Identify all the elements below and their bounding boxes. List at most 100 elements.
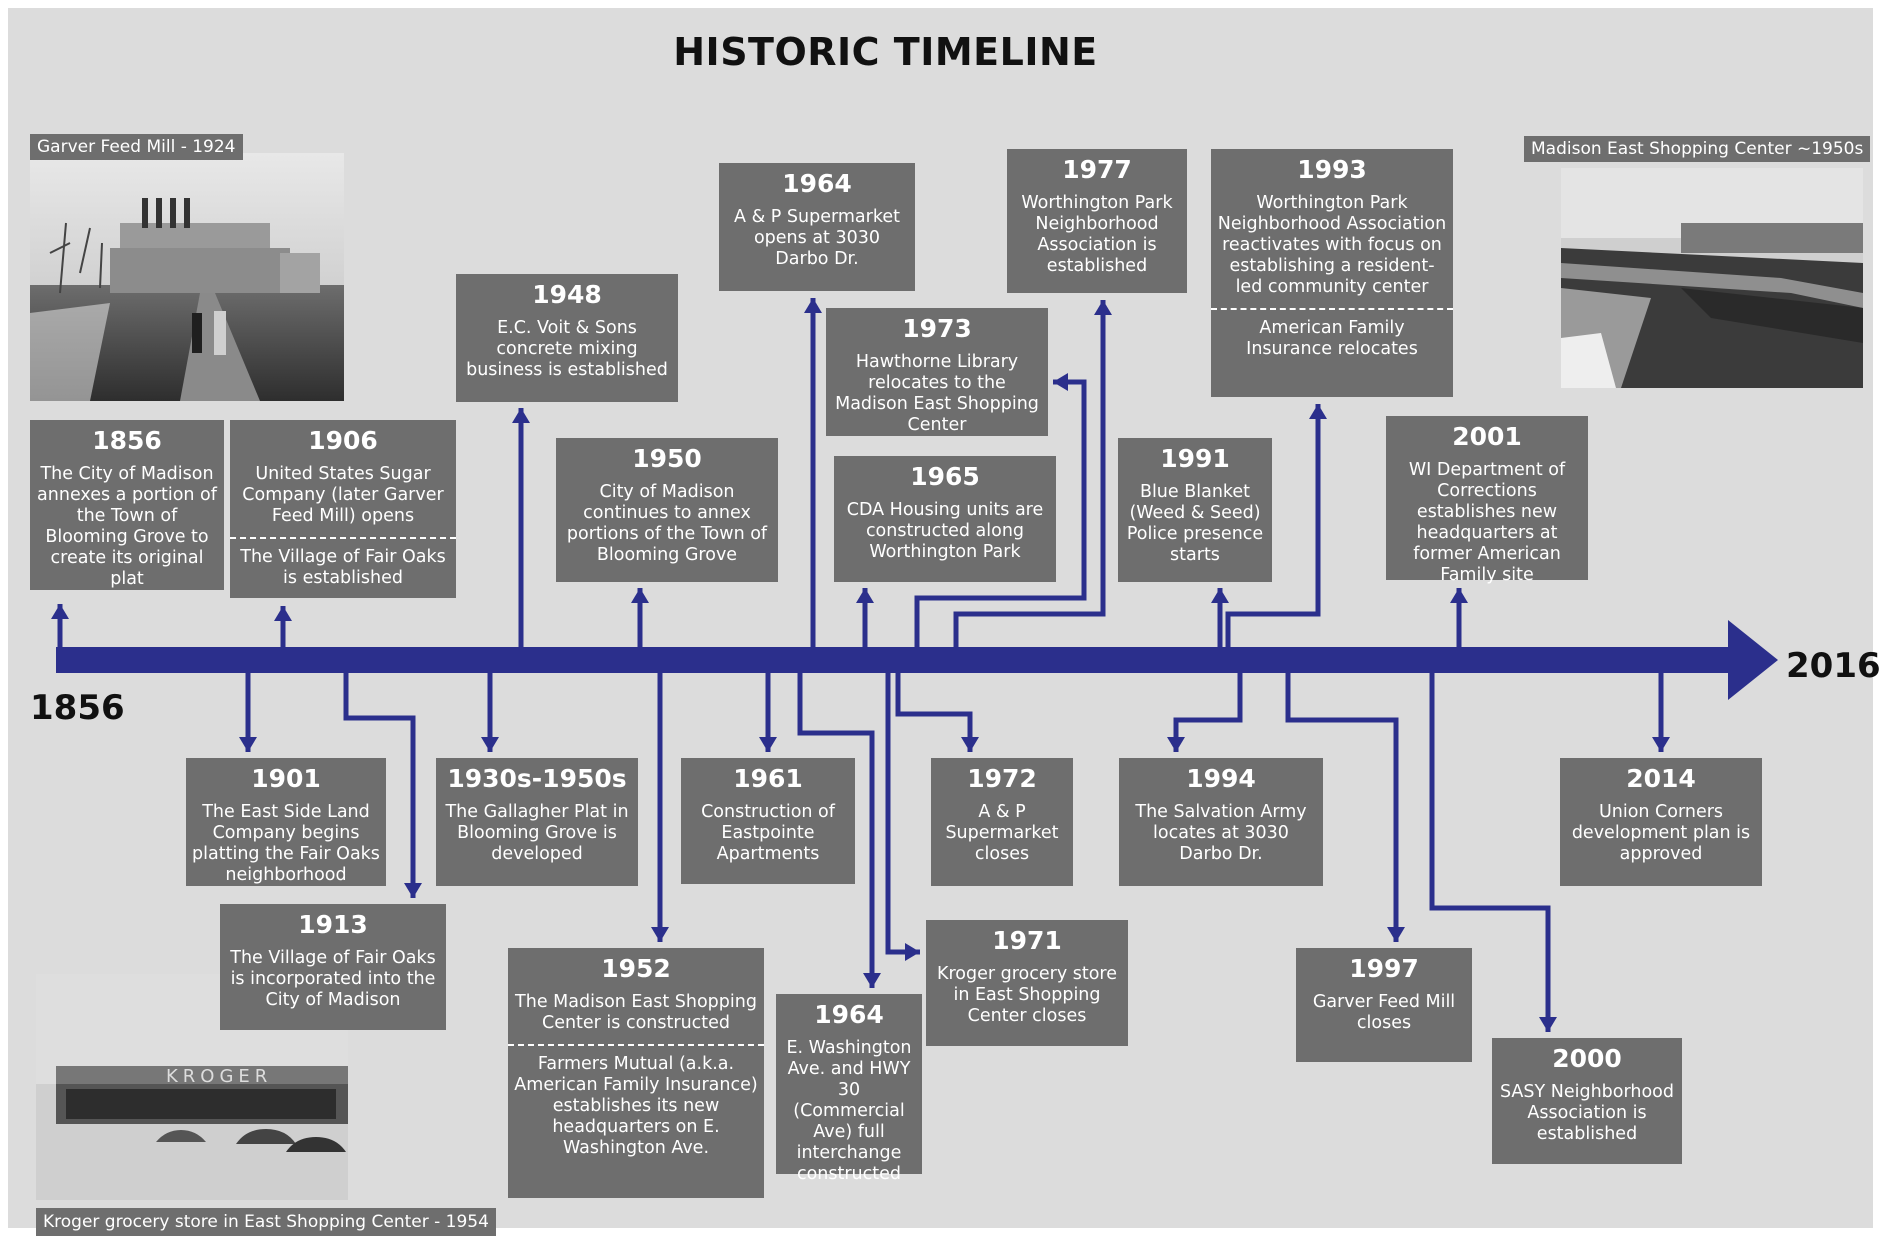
event-text-secondary: The Village of Fair Oaks is established xyxy=(240,547,446,588)
event-text: E. Washington Ave. and HWY 30 (Commercia… xyxy=(786,1038,912,1184)
arrowhead-2001 xyxy=(1450,588,1468,603)
event-year: 1972 xyxy=(967,764,1037,793)
connector-1964b xyxy=(797,660,875,988)
event-year: 1948 xyxy=(532,280,602,309)
connector-1971 xyxy=(885,660,920,955)
arrowhead-1991 xyxy=(1211,588,1229,603)
event-text-secondary: Farmers Mutual (a.k.a. American Family I… xyxy=(514,1054,758,1158)
timeline-canvas: HISTORIC TIMELINE 1856 2016 Garver Feed xyxy=(8,8,1881,1236)
connector-1993 xyxy=(1225,404,1321,660)
event-1952: 1952 The Madison East Shopping Center is… xyxy=(508,948,764,1198)
timeline-arrowhead xyxy=(1728,620,1778,700)
connector-1913 xyxy=(343,660,416,898)
event-year: 1901 xyxy=(251,764,321,793)
event-text: A & P Supermarket closes xyxy=(945,802,1059,864)
photo-garver-feed-mill xyxy=(30,153,344,401)
event-year: 1961 xyxy=(733,764,803,793)
event-text: CDA Housing units are constructed along … xyxy=(846,500,1044,562)
arrowhead-1948 xyxy=(512,408,530,423)
event-1964-ap-opens: 1964 A & P Supermarket opens at 3030 Dar… xyxy=(719,163,915,291)
event-1991: 1991 Blue Blanket (Weed & Seed) Police p… xyxy=(1118,438,1272,582)
event-text: The City of Madison annexes a portion of… xyxy=(37,464,217,589)
arrowhead-1856 xyxy=(51,604,69,619)
photo-caption-kroger: Kroger grocery store in East Shopping Ce… xyxy=(36,1208,496,1236)
event-1950: 1950 City of Madison continues to annex … xyxy=(556,438,778,582)
event-text: The Gallagher Plat in Blooming Grove is … xyxy=(445,802,629,864)
event-1971: 1971 Kroger grocery store in East Shoppi… xyxy=(926,920,1128,1046)
event-year: 1964 xyxy=(782,169,852,198)
kroger-sign: KROGER xyxy=(166,1066,272,1087)
photo-madison-east-shopping-center xyxy=(1561,168,1863,388)
event-1993: 1993 Worthington Park Neighborhood Assoc… xyxy=(1211,149,1453,397)
event-text: Garver Feed Mill closes xyxy=(1312,992,1456,1033)
event-year: 1965 xyxy=(910,462,980,491)
arrowhead-1952 xyxy=(651,927,669,942)
dashed-divider xyxy=(1211,308,1453,310)
event-1913: 1913 The Village of Fair Oaks is incorpo… xyxy=(220,904,446,1030)
event-year: 2000 xyxy=(1552,1044,1622,1073)
event-text: Blue Blanket (Weed & Seed) Police presen… xyxy=(1126,482,1264,565)
event-year: 2014 xyxy=(1626,764,1696,793)
event-year: 1997 xyxy=(1349,954,1419,983)
arrowhead-1972 xyxy=(961,737,979,752)
event-1972: 1972 A & P Supermarket closes xyxy=(931,758,1073,886)
event-text-secondary: American Family Insurance relocates xyxy=(1246,318,1418,359)
event-year: 1994 xyxy=(1186,764,1256,793)
event-1997: 1997 Garver Feed Mill closes xyxy=(1296,948,1472,1062)
event-year: 1977 xyxy=(1062,155,1132,184)
event-1964-interchange: 1964 E. Washington Ave. and HWY 30 (Comm… xyxy=(776,994,922,1184)
arrowhead-1973 xyxy=(1053,373,1068,391)
event-1856: 1856 The City of Madison annexes a porti… xyxy=(30,420,224,590)
dashed-divider xyxy=(230,537,456,539)
event-year: 2001 xyxy=(1452,422,1522,451)
arrowhead-1993 xyxy=(1309,404,1327,419)
event-year: 1906 xyxy=(308,426,378,455)
photo-caption-shopping-center: Madison East Shopping Center ~1950s xyxy=(1524,136,1871,162)
connector-1972 xyxy=(895,660,973,752)
arrowhead-2000 xyxy=(1539,1017,1557,1032)
event-text: Worthington Park Neighborhood Associatio… xyxy=(1021,193,1173,276)
arrowhead-1977 xyxy=(1094,300,1112,315)
event-text: Worthington Park Neighborhood Associatio… xyxy=(1217,193,1447,297)
event-1965: 1965 CDA Housing units are constructed a… xyxy=(834,456,1056,582)
event-2000: 2000 SASY Neighborhood Association is es… xyxy=(1492,1038,1682,1164)
connector-1973 xyxy=(914,379,1087,660)
connector-1977 xyxy=(953,300,1106,660)
event-2001: 2001 WI Department of Corrections establ… xyxy=(1386,416,1588,585)
timeline-connectors xyxy=(51,298,1778,1032)
event-text: The Village of Fair Oaks is incorporated… xyxy=(230,948,436,1010)
arrowhead-1965 xyxy=(856,588,874,603)
page-title: HISTORIC TIMELINE xyxy=(673,30,1098,74)
arrowhead-1901 xyxy=(239,737,257,752)
event-text: Union Corners development plan is approv… xyxy=(1571,802,1751,864)
event-year: 1952 xyxy=(601,954,671,983)
timeline-start-label: 1856 xyxy=(30,688,125,728)
dashed-divider xyxy=(508,1044,764,1046)
event-1906: 1906 United States Sugar Company (later … xyxy=(230,420,456,598)
event-year: 1991 xyxy=(1160,444,1230,473)
event-year: 1973 xyxy=(902,314,972,343)
event-text: WI Department of Corrections establishes… xyxy=(1408,460,1566,585)
event-text: United States Sugar Company (later Garve… xyxy=(242,464,444,526)
connector-1997 xyxy=(1285,660,1399,942)
photo-caption-garver: Garver Feed Mill - 1924 xyxy=(30,134,243,160)
arrowhead-1930s-1950s xyxy=(481,737,499,752)
event-1994: 1994 The Salvation Army locates at 3030 … xyxy=(1119,758,1323,886)
event-text: Construction of Eastpointe Apartments xyxy=(701,802,835,864)
arrowhead-1961 xyxy=(759,737,777,752)
arrowhead-1964b xyxy=(863,973,881,988)
event-year: 1950 xyxy=(632,444,702,473)
connector-2000 xyxy=(1429,660,1551,1032)
event-text: City of Madison continues to annex porti… xyxy=(566,482,768,565)
event-year: 1856 xyxy=(92,426,162,455)
event-text: E.C. Voit & Sons concrete mixing busines… xyxy=(466,318,668,380)
event-year: 1930s-1950s xyxy=(447,764,627,793)
event-year: 1993 xyxy=(1297,155,1367,184)
arrowhead-1994 xyxy=(1167,737,1185,752)
arrowhead-1997 xyxy=(1387,927,1405,942)
arrowhead-1964 xyxy=(804,298,822,313)
arrowhead-1906 xyxy=(274,606,292,621)
event-text: The Madison East Shopping Center is cons… xyxy=(515,992,757,1033)
event-text: Hawthorne Library relocates to the Madis… xyxy=(835,352,1039,435)
event-year: 1971 xyxy=(992,926,1062,955)
